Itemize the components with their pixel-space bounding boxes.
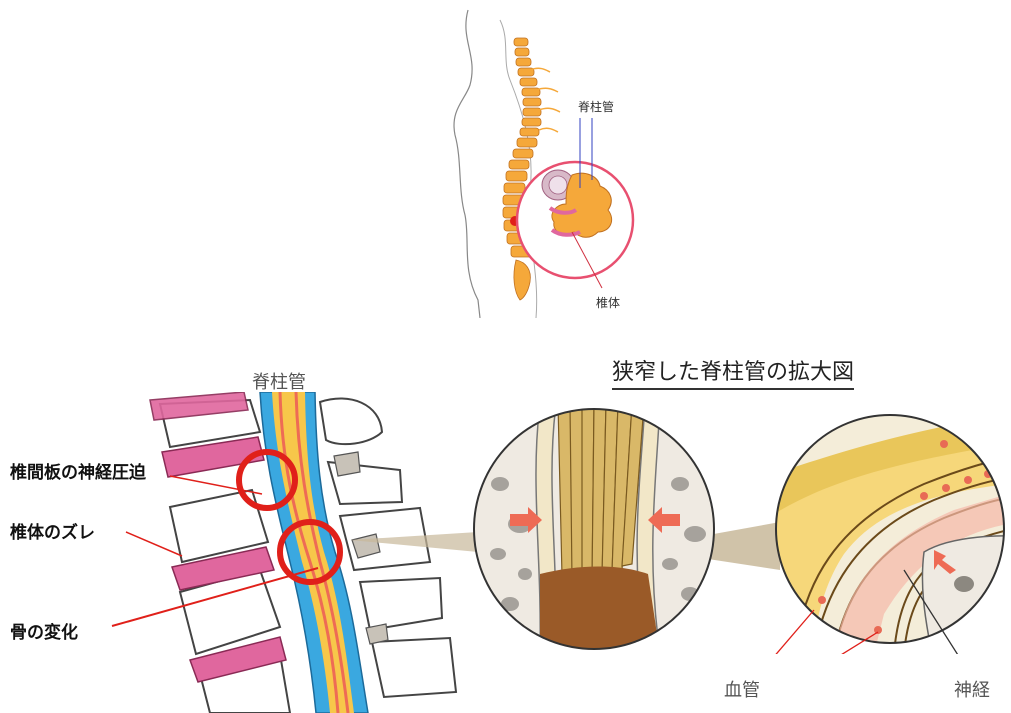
enlarged-canal-circle (470, 404, 720, 654)
label-nerve: 神経 (954, 676, 990, 702)
nerve-fibers (558, 404, 644, 586)
enlarged-nerve-circle (774, 404, 1008, 654)
enlarged-view-title: 狭窄した脊柱管の拡大図 (612, 354, 854, 390)
label-blood-vessel: 血管 (724, 676, 760, 702)
